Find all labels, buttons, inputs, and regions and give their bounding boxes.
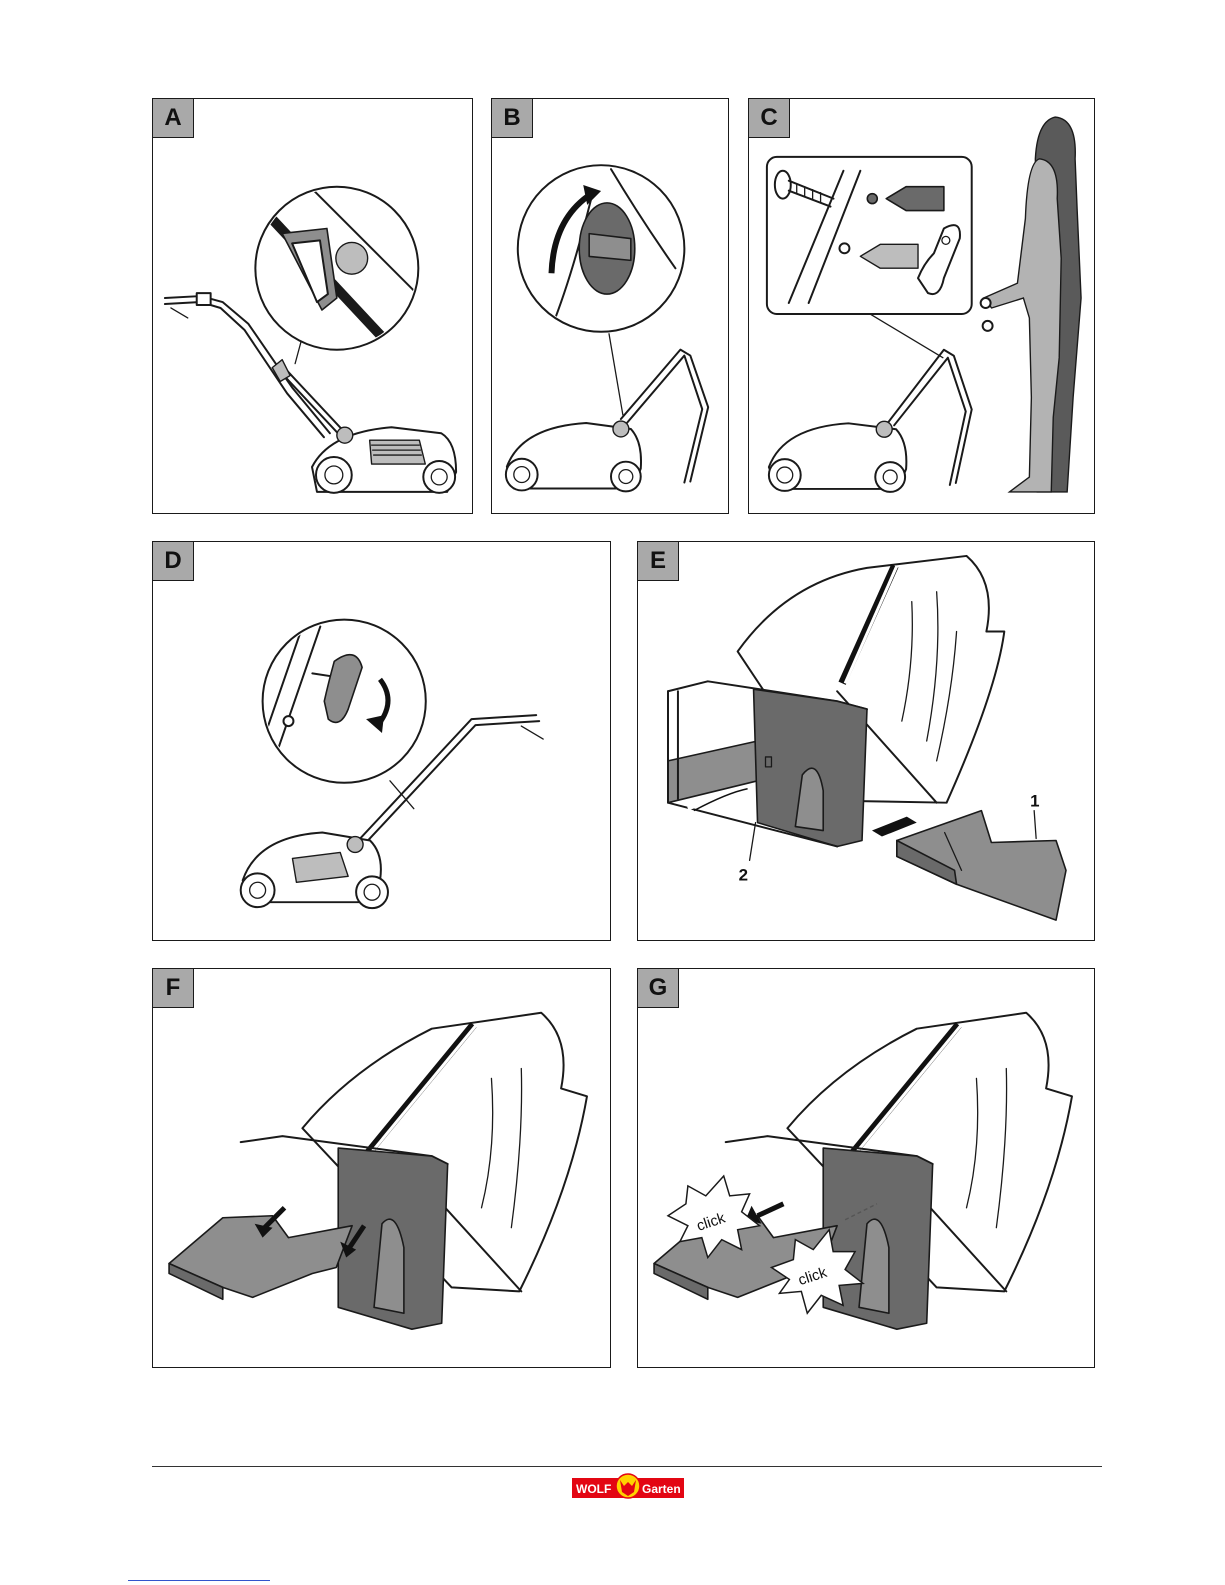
panel-a-label: A	[153, 99, 194, 138]
callout-1: 1	[1030, 792, 1039, 811]
panel-f-label: F	[153, 969, 194, 1008]
panel-e-label: E	[638, 542, 679, 581]
panel-e: E 1 2	[637, 541, 1095, 941]
illustration-insert-click: click click	[638, 969, 1094, 1367]
logo-text-wolf: WOLF	[576, 1482, 611, 1496]
illustration-knob-tighten	[492, 99, 728, 513]
panel-g-label: G	[638, 969, 679, 1008]
footer-divider	[152, 1466, 1102, 1467]
wolf-garten-logo: WOLF Garten	[572, 1472, 684, 1502]
illustration-handle-clip	[153, 99, 472, 513]
bottom-link-underline[interactable]	[128, 1580, 270, 1581]
panel-c: C	[748, 98, 1095, 514]
panel-f: F	[152, 968, 611, 1368]
panel-d: D	[152, 541, 611, 941]
panel-b-label: B	[492, 99, 533, 138]
illustration-handle-height	[749, 99, 1094, 513]
callout-2: 2	[739, 865, 748, 884]
panel-b: B	[491, 98, 729, 514]
logo-text-garten: Garten	[642, 1482, 681, 1496]
panel-d-label: D	[153, 542, 194, 581]
illustration-wingnut-fasten	[153, 542, 610, 940]
panel-g: G click click	[637, 968, 1095, 1368]
panel-a: A	[152, 98, 473, 514]
panel-c-label: C	[749, 99, 790, 138]
illustration-bag-assembly: 1 2	[638, 542, 1094, 940]
illustration-insert-down	[153, 969, 610, 1367]
